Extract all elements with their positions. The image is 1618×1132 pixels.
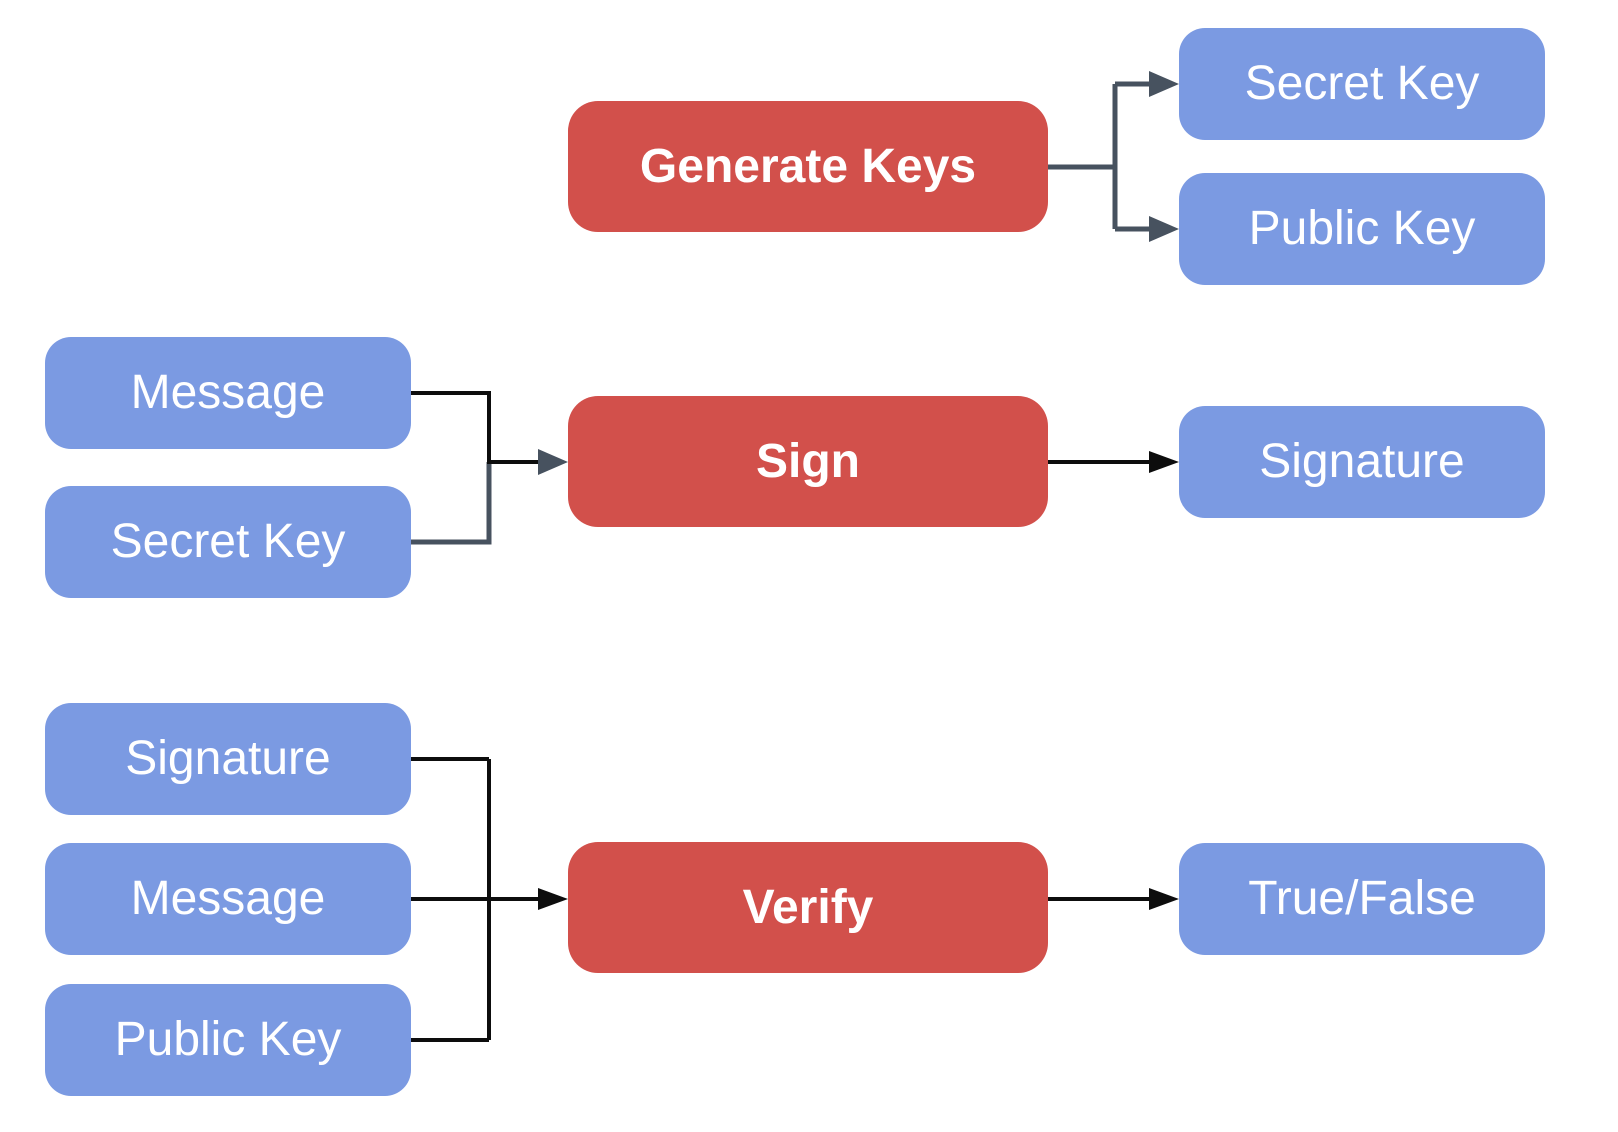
node-signature-verify-input-label: Signature — [125, 732, 331, 785]
node-message-verify-input: Message — [45, 843, 411, 955]
node-verify: Verify — [568, 842, 1048, 973]
node-generate-keys: Generate Keys — [568, 101, 1048, 232]
node-message-sign-input: Message — [45, 337, 411, 449]
node-secret-key-generated-label: Secret Key — [1244, 57, 1480, 110]
arrowhead-to-verify — [538, 888, 568, 910]
connector-message-to-sign — [411, 391, 545, 464]
node-generate-keys-label: Generate Keys — [639, 139, 977, 193]
arrowhead-to-secret-key — [1149, 71, 1179, 97]
arrowhead-to-true-false — [1149, 888, 1179, 910]
node-public-key-verify-input: Public Key — [45, 984, 411, 1096]
node-signature-verify-input: Signature — [45, 703, 411, 815]
node-public-key-verify-input-label: Public Key — [114, 1013, 342, 1066]
node-secret-key-sign-input: Secret Key — [45, 486, 411, 598]
node-sign: Sign — [568, 396, 1048, 527]
node-true-false-output: True/False — [1179, 843, 1545, 955]
arrowhead-to-signature — [1149, 451, 1179, 473]
node-message-verify-input-label: Message — [130, 872, 326, 925]
node-true-false-output-label: True/False — [1248, 872, 1476, 925]
node-secret-key-sign-input-label: Secret Key — [110, 515, 346, 568]
node-secret-key-generated: Secret Key — [1179, 28, 1545, 140]
arrowhead-to-public-key — [1149, 216, 1179, 242]
node-signature-output: Signature — [1179, 406, 1545, 518]
node-signature-output-label: Signature — [1259, 435, 1465, 488]
node-verify-label: Verify — [742, 880, 874, 934]
node-public-key-generated-label: Public Key — [1248, 202, 1476, 255]
node-public-key-generated: Public Key — [1179, 173, 1545, 285]
connector-secret-key-to-sign — [411, 462, 492, 545]
node-message-sign-input-label: Message — [130, 366, 326, 419]
arrowhead-to-sign — [538, 449, 568, 475]
node-sign-label: Sign — [756, 434, 860, 488]
